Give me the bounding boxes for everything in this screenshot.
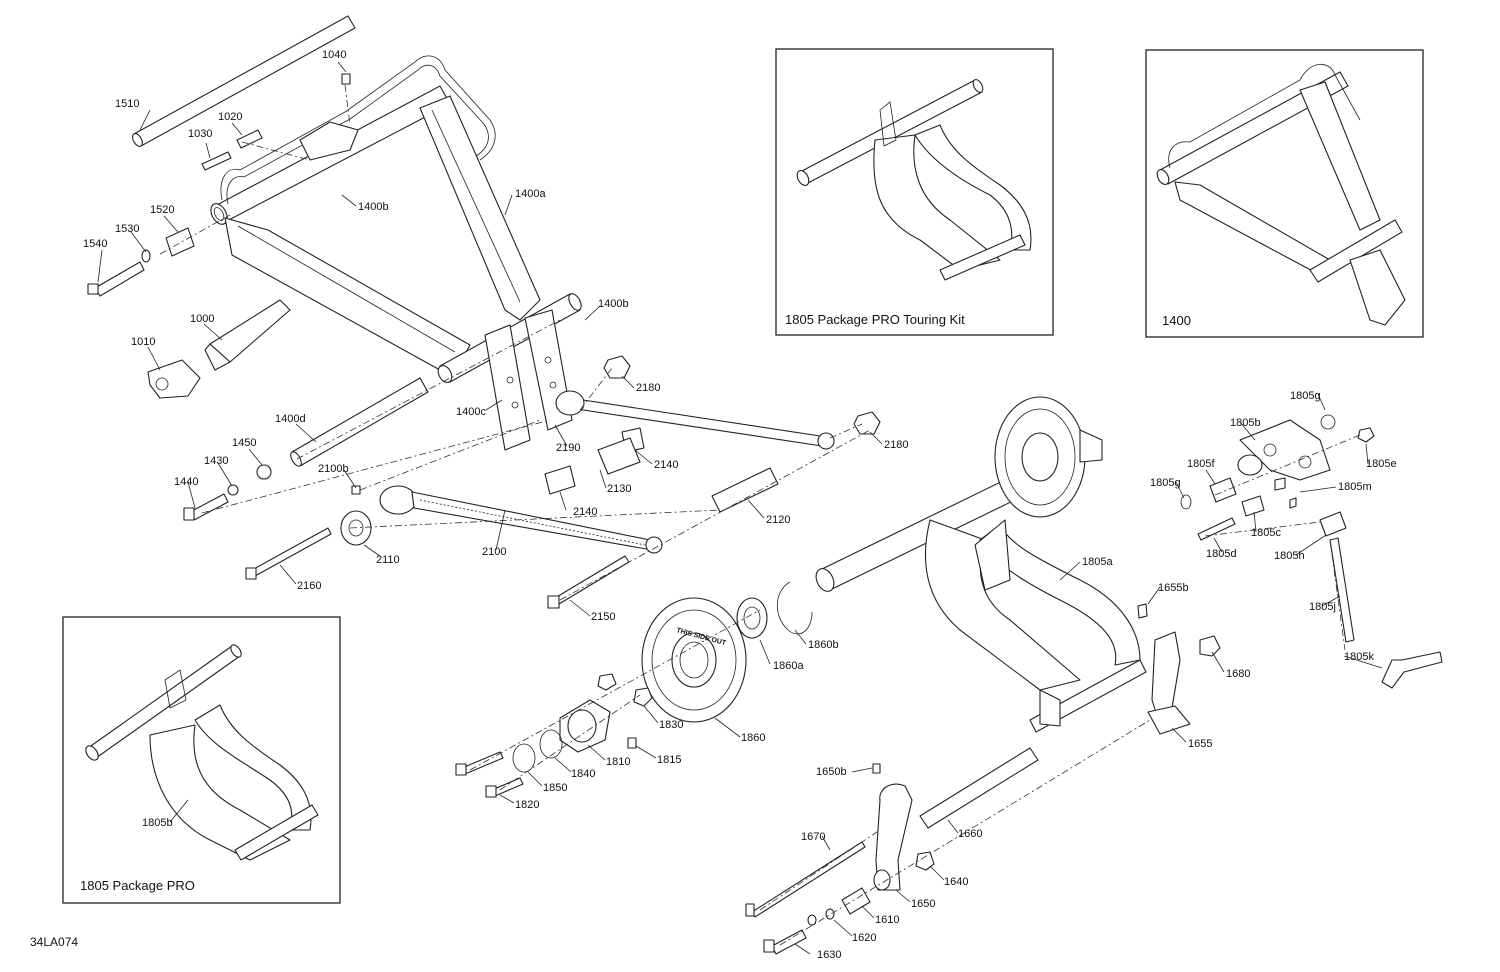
callout-label: 1640	[944, 876, 968, 888]
callout-label: 1650b	[816, 766, 847, 778]
diagram-code: 34LA074	[30, 935, 78, 949]
callout-label: 1820	[515, 799, 539, 811]
callout-label: 1805b	[1230, 417, 1261, 429]
callout-label: 1400a	[515, 188, 546, 200]
lower-linkage-parts	[745, 747, 1039, 955]
idler-wheel-assembly: THIS SIDE OUT	[455, 581, 813, 798]
callout-labels: 1040 1510 1020 1030 1400b 1400a 1520 153…	[83, 49, 1397, 961]
callout-label: 1805f	[1187, 458, 1215, 470]
inset-art-pro-touring-kit	[796, 78, 1032, 281]
callout-label: 1810	[606, 756, 630, 768]
callout-label: 1805b	[142, 817, 173, 829]
callout-label: 2120	[766, 514, 790, 526]
callout-label: 1440	[174, 476, 198, 488]
callout-label: 1805e	[1366, 458, 1397, 470]
callout-label: 1805m	[1338, 481, 1372, 493]
inset-caption-pro-touring-kit: 1805 Package PRO Touring Kit	[785, 312, 965, 327]
inset-frame-pro-touring-kit	[775, 48, 1054, 336]
callout-label: 2110	[376, 554, 400, 566]
callout-label: 1850	[543, 782, 567, 794]
adjuster-parts	[1180, 414, 1443, 689]
callout-label: 1805j	[1309, 601, 1336, 613]
callout-label: 2150	[591, 611, 615, 623]
inset-frame-pro	[62, 616, 341, 904]
rear-arm-assembly	[815, 396, 1221, 735]
callout-label: 1655b	[1158, 582, 1189, 594]
callout-label: 1860b	[808, 639, 839, 651]
callout-label: 1400d	[275, 413, 306, 425]
callout-label: 2100b	[318, 463, 349, 475]
callout-label: 1805k	[1344, 651, 1374, 663]
inset-caption-pro: 1805 Package PRO	[80, 878, 195, 893]
callout-label: 1860a	[773, 660, 804, 672]
callout-label: 1620	[852, 932, 876, 944]
callout-label: 1040	[322, 49, 346, 61]
callout-label: 1805a	[1082, 556, 1113, 568]
callout-label: 1450	[232, 437, 256, 449]
callout-label: 1680	[1226, 668, 1250, 680]
callout-label: 2180	[884, 439, 908, 451]
leader-lines	[97, 61, 1383, 955]
callout-label: 2190	[556, 442, 580, 454]
callout-label: 1610	[875, 914, 899, 926]
inset-art-1400	[1156, 63, 1406, 326]
callout-label: 1805g	[1150, 477, 1181, 489]
callout-label: 1400c	[456, 406, 486, 418]
inset-frame-1400	[1145, 49, 1424, 338]
inset-art-pro	[85, 644, 319, 861]
callout-label: 1020	[218, 111, 242, 123]
front-arm-assembly	[87, 15, 881, 609]
callout-label: 1840	[571, 768, 595, 780]
callout-label: 2180	[636, 382, 660, 394]
callout-label: 1670	[801, 831, 825, 843]
callout-label: 1520	[150, 204, 174, 216]
callout-label: 1805h	[1274, 550, 1305, 562]
callout-label: 1805d	[1206, 548, 1237, 560]
callout-label: 1650	[911, 898, 935, 910]
callout-label: 1860	[741, 732, 765, 744]
callout-label: 1660	[958, 828, 982, 840]
callout-label: 2140	[654, 459, 678, 471]
callout-label: 1815	[657, 754, 681, 766]
callout-label: 1010	[131, 336, 155, 348]
callout-label: 1805g	[1290, 390, 1321, 402]
callout-label: 1805c	[1251, 527, 1281, 539]
callout-label: 1830	[659, 719, 683, 731]
callout-label: 1430	[204, 455, 228, 467]
callout-label: 1530	[115, 223, 139, 235]
callout-label: 2140	[573, 506, 597, 518]
callout-label: 1540	[83, 238, 107, 250]
inset-caption-1400: 1400	[1162, 313, 1191, 328]
callout-label: 1030	[188, 128, 212, 140]
assembly-lines	[159, 84, 1361, 946]
callout-label: 2130	[607, 483, 631, 495]
callout-label: 2160	[297, 580, 321, 592]
callout-label: 1400b	[358, 201, 389, 213]
callout-label: 1655	[1188, 738, 1212, 750]
callout-label: 1000	[190, 313, 214, 325]
callout-label: 2100	[482, 546, 506, 558]
callout-label: 1510	[115, 98, 139, 110]
callout-label: 1630	[817, 949, 841, 961]
callout-label: 1400b	[598, 298, 629, 310]
